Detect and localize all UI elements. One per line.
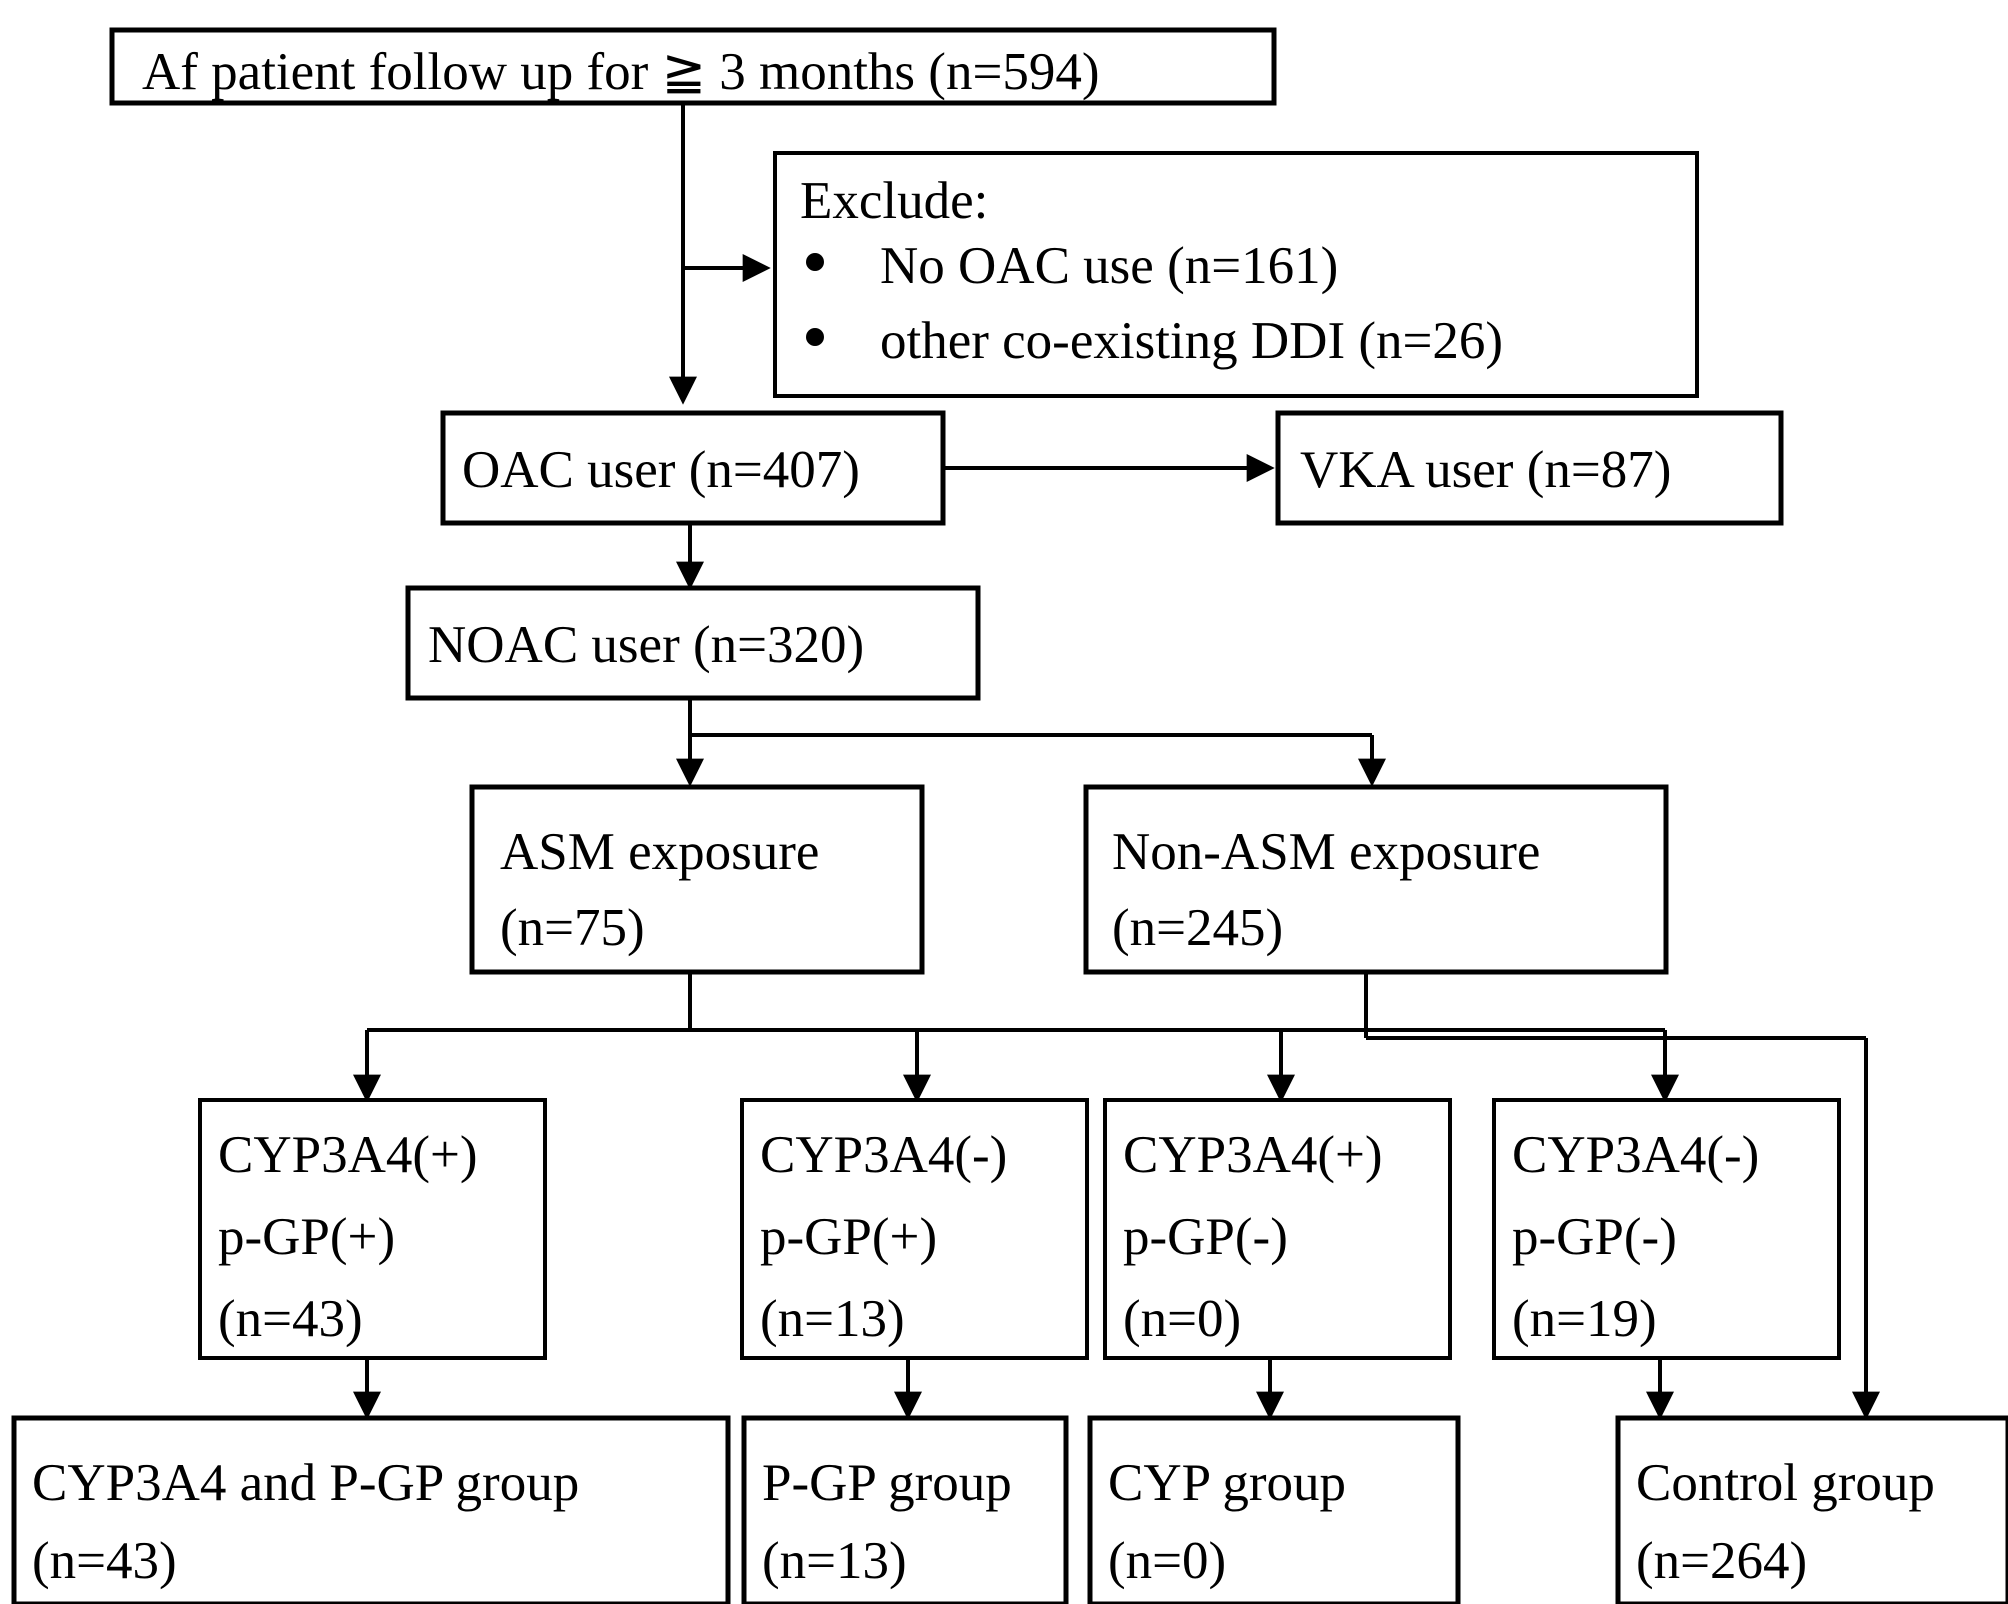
node-exclude[interactable]: Exclude: No OAC use (n=161) other co-exi… [773, 151, 1699, 398]
oac-user-text: OAC user (n=407) [462, 441, 860, 499]
bullet-dot-icon [806, 328, 824, 346]
node-non-asm-exposure[interactable]: Non-ASM exposure (n=245) [1083, 784, 1669, 975]
connector-nonasm-split [1364, 963, 1880, 1420]
exclude-bullet-2: other co-existing DDI (n=26) [880, 312, 1503, 370]
af-patients-text: Af patient follow up for ≧ 3 months (n=5… [142, 43, 1100, 101]
cyp-group-line1: CYP group [1108, 1454, 1346, 1512]
cyp-neg-pgp-pos-line1: CYP3A4(-) [760, 1126, 1007, 1184]
pgp-group-line1: P-GP group [762, 1454, 1012, 1512]
non-asm-exposure-line2: (n=245) [1112, 899, 1283, 957]
node-cyp-group[interactable]: CYP group (n=0) [1087, 1415, 1461, 1604]
asm-exposure-line2: (n=75) [500, 899, 645, 957]
pgp-group-line2: (n=13) [762, 1532, 907, 1590]
non-asm-exposure-line1: Non-ASM exposure [1112, 823, 1540, 881]
node-vka-user[interactable]: VKA user (n=87) [1275, 410, 1784, 526]
control-group-line2: (n=264) [1636, 1532, 1807, 1590]
cyp-pos-pgp-neg-line3: (n=0) [1123, 1290, 1241, 1348]
cyp-pos-pgp-neg-line2: p-GP(-) [1123, 1208, 1288, 1266]
cyp-and-pgp-group-line2: (n=43) [32, 1532, 177, 1590]
exclude-bullet-1: No OAC use (n=161) [880, 237, 1338, 295]
bullet-dot-icon [806, 253, 824, 271]
cyp-neg-pgp-neg-line2: p-GP(-) [1512, 1208, 1677, 1266]
cyp-and-pgp-group-line1: CYP3A4 and P-GP group [32, 1454, 579, 1512]
node-cyp-pos-pgp-pos[interactable]: CYP3A4(+) p-GP(+) (n=43) [198, 1098, 547, 1360]
noac-user-text: NOAC user (n=320) [428, 616, 864, 674]
node-control-group[interactable]: Control group (n=264) [1615, 1415, 2008, 1604]
node-pgp-group[interactable]: P-GP group (n=13) [741, 1415, 1069, 1604]
node-cyp-neg-pgp-neg[interactable]: CYP3A4(-) p-GP(-) (n=19) [1492, 1098, 1841, 1360]
cyp-pos-pgp-pos-line3: (n=43) [218, 1290, 363, 1348]
cyp-neg-pgp-pos-line3: (n=13) [760, 1290, 905, 1348]
node-cyp-and-pgp-group[interactable]: CYP3A4 and P-GP group (n=43) [11, 1415, 731, 1604]
cyp-pos-pgp-neg-line1: CYP3A4(+) [1123, 1126, 1383, 1184]
cyp-pos-pgp-pos-line2: p-GP(+) [218, 1208, 395, 1266]
node-cyp-pos-pgp-neg[interactable]: CYP3A4(+) p-GP(-) (n=0) [1103, 1098, 1452, 1360]
asm-exposure-line1: ASM exposure [500, 823, 819, 881]
cyp-neg-pgp-pos-line2: p-GP(+) [760, 1208, 937, 1266]
control-group-line1: Control group [1636, 1454, 1935, 1512]
cyp-group-line2: (n=0) [1108, 1532, 1226, 1590]
node-oac-user[interactable]: OAC user (n=407) [440, 410, 946, 526]
cyp-pos-pgp-pos-line1: CYP3A4(+) [218, 1126, 478, 1184]
node-noac-user[interactable]: NOAC user (n=320) [405, 585, 981, 701]
connector-distribution-bar [353, 1028, 1679, 1103]
vka-user-text: VKA user (n=87) [1300, 441, 1671, 499]
node-asm-exposure[interactable]: ASM exposure (n=75) [469, 784, 925, 975]
cyp-neg-pgp-neg-line3: (n=19) [1512, 1290, 1657, 1348]
node-cyp-neg-pgp-pos[interactable]: CYP3A4(-) p-GP(+) (n=13) [740, 1098, 1089, 1360]
node-af-patients[interactable]: Af patient follow up for ≧ 3 months (n=5… [109, 27, 1277, 106]
cyp-neg-pgp-neg-line1: CYP3A4(-) [1512, 1126, 1759, 1184]
exclude-heading: Exclude: [800, 172, 988, 230]
